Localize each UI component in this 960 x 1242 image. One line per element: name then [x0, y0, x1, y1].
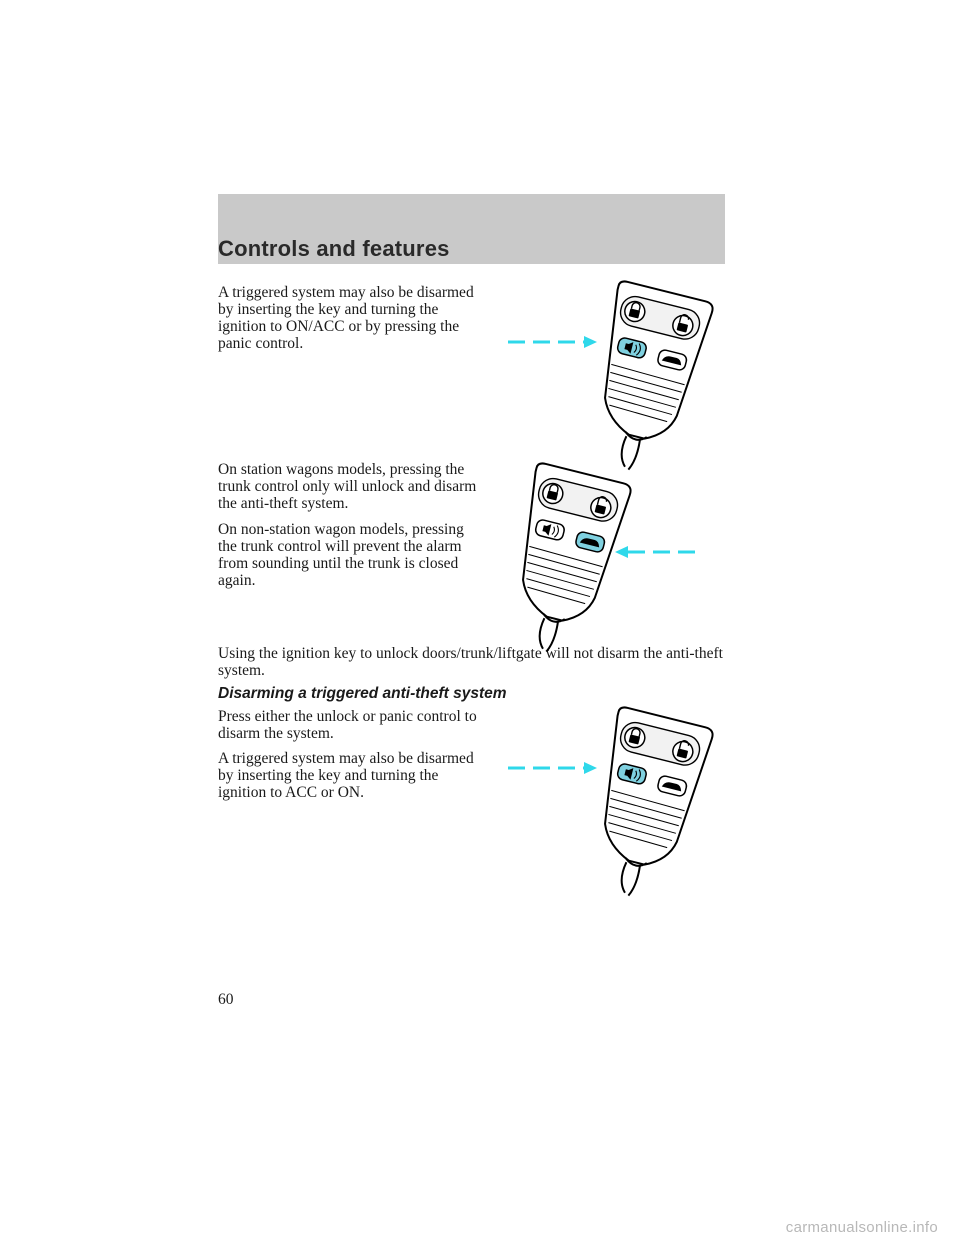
page-number: 60 — [218, 991, 234, 1008]
car-icon — [661, 356, 682, 366]
pointer-arrow-head — [584, 762, 597, 774]
unlock-icon — [676, 322, 688, 333]
subheading-disarming: Disarming a triggered anti-theft system — [218, 685, 507, 702]
paragraph-triggered-acc-on: A triggered system may also be disarmed … — [218, 750, 474, 801]
car-icon — [579, 538, 600, 548]
pointer-arrow-head — [615, 546, 628, 558]
keyfob-figure-trunk — [522, 462, 698, 653]
paragraph-press-unlock-panic: Press either the unlock or panic control… — [218, 708, 477, 742]
key-ring — [620, 435, 641, 471]
fob-grip-ridges — [608, 363, 685, 423]
pointer-arrow-head — [584, 336, 597, 348]
key-ring — [538, 617, 559, 653]
fob-grip-ridges — [608, 789, 685, 849]
unlock-icon — [594, 504, 606, 515]
keyfob-figure-panic-2 — [508, 706, 714, 897]
unlock-icon — [676, 748, 688, 759]
paragraph-ignition-key: Using the ignition key to unlock doors/t… — [218, 645, 723, 679]
paragraph-triggered-disarm: A triggered system may also be disarmed … — [218, 284, 474, 352]
paragraph-non-station-wagon: On non-station wagon models, pressing th… — [218, 521, 464, 589]
key-ring — [620, 861, 641, 897]
paragraph-station-wagon: On station wagons models, pressing the t… — [218, 461, 477, 512]
section-header-band — [218, 194, 725, 264]
lock-icon — [628, 308, 640, 319]
section-title: Controls and features — [218, 236, 450, 261]
keyfob-figure-panic — [508, 280, 714, 471]
lock-icon — [628, 734, 640, 745]
horn-icon — [624, 768, 634, 780]
horn-icon — [542, 524, 552, 536]
lock-icon — [546, 490, 558, 501]
fob-grip-ridges — [526, 545, 603, 605]
watermark: carmanualsonline.info — [785, 1219, 938, 1236]
horn-icon — [624, 342, 634, 354]
car-icon — [661, 782, 682, 792]
